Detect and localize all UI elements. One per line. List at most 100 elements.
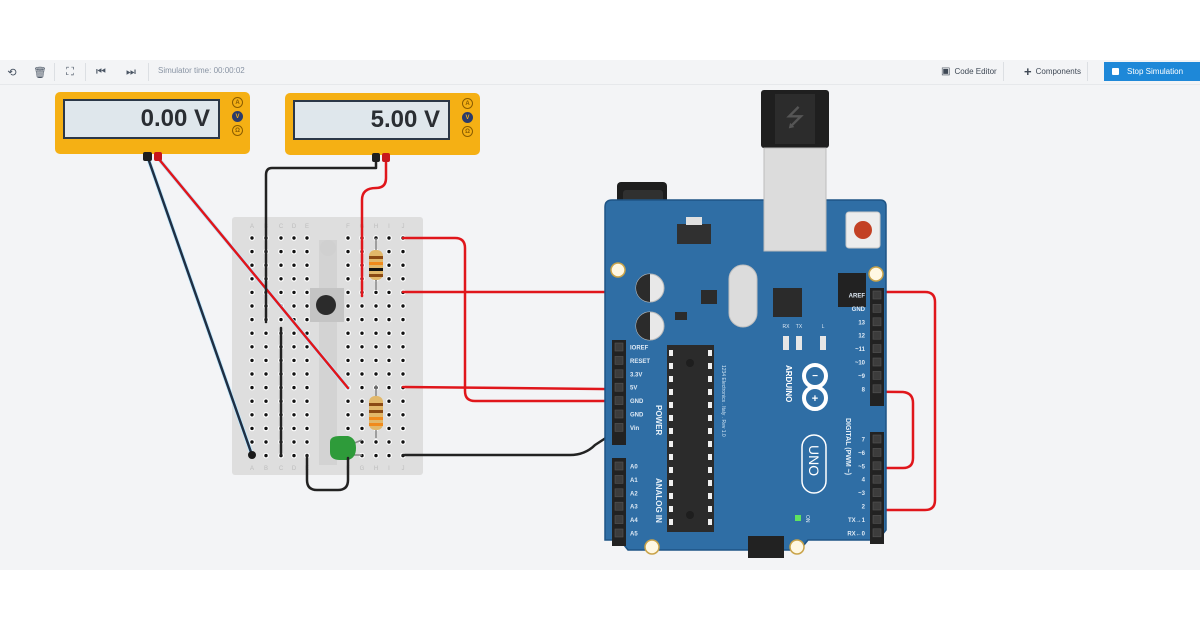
breadboard-hole[interactable]	[304, 235, 310, 241]
breadboard-hole[interactable]	[278, 235, 284, 241]
breadboard-hole[interactable]	[386, 262, 392, 269]
breadboard-hole[interactable]	[304, 343, 310, 350]
mode-amps-button[interactable]: A	[462, 98, 473, 109]
breadboard-hole[interactable]	[359, 330, 365, 337]
digital-pin-socket[interactable]	[872, 474, 882, 484]
breadboard-hole[interactable]	[263, 425, 269, 432]
breadboard-hole[interactable]	[400, 371, 406, 377]
breadboard-hole[interactable]	[373, 343, 379, 350]
breadboard-hole[interactable]	[373, 289, 379, 296]
components-button[interactable]: + Components	[1018, 62, 1088, 81]
breadboard-hole[interactable]	[386, 384, 392, 391]
breadboard-hole[interactable]	[373, 303, 379, 309]
breadboard-hole[interactable]	[359, 343, 365, 350]
breadboard-hole[interactable]	[263, 452, 269, 459]
breadboard-hole[interactable]	[291, 343, 297, 350]
breadboard-hole[interactable]	[291, 384, 297, 391]
digital-pin-socket[interactable]	[872, 357, 882, 367]
breadboard-hole[interactable]	[291, 330, 297, 337]
breadboard-hole[interactable]	[400, 411, 406, 418]
breadboard-hole[interactable]	[400, 439, 406, 445]
breadboard-hole[interactable]	[400, 275, 406, 282]
digital-pin-socket[interactable]	[872, 290, 882, 300]
digital-pin-socket[interactable]	[872, 317, 882, 327]
breadboard-hole[interactable]	[386, 330, 392, 337]
digital-pin-socket[interactable]	[872, 434, 882, 444]
mode-ohms-button[interactable]: Ω	[232, 125, 243, 136]
breadboard-hole[interactable]	[263, 439, 269, 445]
breadboard-hole[interactable]	[304, 316, 310, 323]
breadboard-hole[interactable]	[304, 384, 310, 391]
breadboard-hole[interactable]	[291, 248, 297, 255]
breadboard-hole[interactable]	[386, 289, 392, 296]
breadboard-hole[interactable]	[359, 425, 365, 432]
breadboard-hole[interactable]	[373, 452, 379, 459]
breadboard-hole[interactable]	[278, 316, 284, 323]
breadboard-hole[interactable]	[386, 235, 392, 241]
breadboard-hole[interactable]	[359, 384, 365, 391]
step-forward-icon[interactable]: ⏭	[126, 65, 136, 78]
breadboard-hole[interactable]	[263, 384, 269, 391]
breadboard-hole[interactable]	[291, 262, 297, 269]
breadboard-hole[interactable]	[263, 343, 269, 350]
trash-icon[interactable]: 🗑	[33, 66, 47, 79]
breadboard-hole[interactable]	[386, 425, 392, 432]
breadboard-hole[interactable]	[345, 343, 351, 350]
breadboard-hole[interactable]	[249, 411, 255, 418]
breadboard-hole[interactable]	[278, 248, 284, 255]
breadboard-hole[interactable]	[249, 248, 255, 255]
code-editor-button[interactable]: ▣ Code Editor	[935, 62, 1004, 81]
breadboard-hole[interactable]	[386, 275, 392, 282]
breadboard-hole[interactable]	[373, 316, 379, 323]
breadboard-hole[interactable]	[249, 262, 255, 269]
breadboard-hole[interactable]	[373, 330, 379, 337]
pushbutton[interactable]	[310, 288, 344, 322]
breadboard-hole[interactable]	[249, 439, 255, 445]
breadboard-hole[interactable]	[291, 411, 297, 418]
analog-pin-socket[interactable]	[614, 528, 624, 538]
breadboard-hole[interactable]	[400, 248, 406, 255]
fit-view-icon[interactable]: ⛶	[66, 65, 74, 78]
mode-amps-button[interactable]: A	[232, 97, 243, 108]
breadboard-hole[interactable]	[386, 357, 392, 364]
arduino-uno[interactable]: ⭍	[604, 90, 887, 558]
rotate-icon[interactable]: ⟲	[7, 66, 17, 79]
breadboard-hole[interactable]	[400, 316, 406, 323]
breadboard-hole[interactable]	[400, 303, 406, 309]
breadboard-hole[interactable]	[263, 330, 269, 337]
breadboard-hole[interactable]	[386, 316, 392, 323]
breadboard-hole[interactable]	[345, 425, 351, 432]
breadboard-hole[interactable]	[304, 398, 310, 405]
reset-button-cap[interactable]	[854, 221, 872, 239]
step-back-icon[interactable]: ⏮	[96, 65, 106, 78]
breadboard-hole[interactable]	[304, 371, 310, 377]
breadboard-hole[interactable]	[249, 425, 255, 432]
breadboard-hole[interactable]	[249, 303, 255, 309]
breadboard-hole[interactable]	[386, 248, 392, 255]
breadboard-hole[interactable]	[249, 343, 255, 350]
green-led[interactable]	[330, 436, 363, 460]
breadboard-hole[interactable]	[278, 289, 284, 296]
power-pin-socket[interactable]	[614, 342, 624, 352]
digital-pin-socket[interactable]	[872, 488, 882, 497]
digital-pin-socket[interactable]	[872, 304, 882, 313]
breadboard-hole[interactable]	[291, 439, 297, 445]
breadboard-hole[interactable]	[386, 452, 392, 459]
digital-pin-socket[interactable]	[872, 384, 882, 394]
breadboard-hole[interactable]	[249, 275, 255, 282]
breadboard-hole[interactable]	[345, 316, 351, 323]
digital-pin-socket[interactable]	[872, 461, 882, 471]
breadboard-hole[interactable]	[263, 371, 269, 377]
breadboard-hole[interactable]	[263, 357, 269, 364]
breadboard-hole[interactable]	[359, 357, 365, 364]
breadboard-hole[interactable]	[304, 262, 310, 269]
breadboard-hole[interactable]	[386, 398, 392, 405]
breadboard-hole[interactable]	[249, 371, 255, 377]
breadboard-hole[interactable]	[386, 371, 392, 377]
breadboard-hole[interactable]	[359, 303, 365, 309]
breadboard-hole[interactable]	[345, 371, 351, 377]
breadboard-hole[interactable]	[400, 357, 406, 364]
breadboard-hole[interactable]	[373, 357, 379, 364]
breadboard-hole[interactable]	[249, 330, 255, 337]
